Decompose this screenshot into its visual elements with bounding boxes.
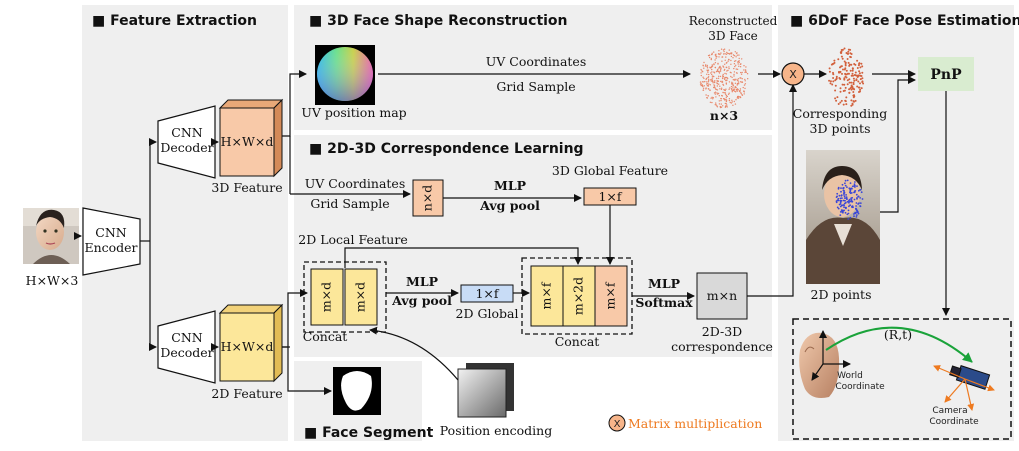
md2-box — [344, 268, 378, 326]
md1-box — [310, 268, 344, 326]
grid-sample-label-corr: Grid Sample — [310, 196, 389, 211]
concat2-label: Concat — [555, 334, 600, 349]
mlp-label-3: MLP — [648, 276, 681, 291]
points-2d-label: 2D points — [811, 287, 872, 302]
reconstructed-label-line2: 3D Face — [708, 29, 758, 43]
mf2-label: m×f — [603, 281, 618, 309]
uv-position-map — [315, 45, 375, 105]
mn-label: m×n — [707, 288, 737, 303]
mlp-label-1: MLP — [494, 178, 527, 193]
corr-label-line1: 2D-3D — [702, 324, 742, 339]
legend-multiply-symbol — [608, 414, 626, 432]
to-segment-arrow — [287, 347, 332, 395]
global3d-caption: 3D Global Feature — [552, 163, 668, 178]
camera-icon — [949, 365, 991, 390]
local2d-caption: 2D Local Feature — [298, 232, 408, 247]
section-title-correspondence: ■ 2D-3D Correspondence Learning — [309, 141, 584, 157]
position-encoding-label: Position encoding — [440, 423, 552, 438]
section-title-feature-extraction: ■ Feature Extraction — [92, 13, 257, 29]
md1-label: m×d — [319, 282, 334, 312]
md2-label: m×d — [353, 282, 368, 312]
mlp-label-2: MLP — [406, 274, 439, 289]
mf2-box — [594, 265, 628, 327]
grid-sample-label-top: Grid Sample — [496, 79, 575, 94]
mn-to-multiply-arrow — [747, 84, 797, 297]
feature-3d-cube — [218, 98, 284, 178]
decoder-bottom-label-line1: CNN — [171, 330, 203, 345]
uv-coords-label-top: UV Coordinates — [486, 54, 586, 69]
multiply-node-x: X — [789, 68, 797, 81]
feature-2d-box-label: H×W×d — [221, 339, 274, 354]
camera-coord-line1: Camera — [932, 406, 967, 416]
section-title-shape-reconstruction: ■ 3D Face Shape Reconstruction — [309, 13, 568, 29]
mf1-label: m×f — [539, 281, 554, 309]
world-coord-line2: Coordinate — [835, 382, 885, 392]
feature-3d-box-label: H×W×d — [221, 134, 274, 149]
section-title-face-segment: ■ Face Segment — [304, 425, 434, 441]
m2d-label: m×2d — [571, 277, 586, 315]
n3-label: n×3 — [710, 108, 738, 123]
pose-result-dashed — [792, 318, 1012, 440]
position-encoding-image — [457, 363, 514, 418]
avgpool-label-1: Avg pool — [479, 198, 540, 213]
cnn-decoder-top-block — [157, 105, 216, 179]
pnp-label: PnP — [930, 67, 962, 83]
reconstructed-3d-face — [699, 48, 749, 109]
feature-2d-cube — [218, 303, 284, 383]
decoder-top-label-line1: CNN — [171, 125, 203, 140]
points-2d-photo — [806, 150, 880, 284]
section-title-pose-estimation: ■ 6DoF Face Pose Estimation — [790, 13, 1019, 29]
concat1-dashed — [303, 261, 387, 333]
uv-position-map-caption: UV position map — [301, 105, 406, 120]
encoder-label-line2: Encoder — [84, 240, 137, 255]
world-face-3d — [799, 332, 840, 398]
encoder-connectors — [74, 138, 219, 351]
legend-label: Matrix multiplication — [628, 416, 762, 431]
global3d-box-label: 1×f — [598, 189, 622, 204]
encoder-label-line1: CNN — [95, 225, 127, 240]
global2d-caption: 2D Global — [456, 306, 519, 321]
face-segment-mask — [333, 367, 381, 415]
input-size-label: H×W×3 — [26, 273, 79, 288]
corresponding-3d-points-cloud — [828, 47, 865, 107]
uv-coords-label-corr: UV Coordinates — [305, 176, 405, 191]
corr-label-line2: correspondence — [671, 339, 773, 354]
local2d-skip-arrow — [344, 247, 582, 268]
feature-2d-caption: 2D Feature — [211, 386, 282, 401]
avgpool-label-2: Avg pool — [391, 293, 452, 308]
world-coord-line1: World — [837, 371, 863, 381]
rt-label: (R,t) — [884, 327, 912, 342]
feature-3d-connectors — [282, 70, 411, 198]
corr-points-label-line1: Corresponding — [793, 106, 887, 121]
pnp-box — [918, 57, 974, 91]
mn-box — [696, 272, 748, 320]
concat1-label: Concat — [303, 329, 348, 344]
pose-transform-arrow — [825, 326, 973, 363]
world-axes — [811, 330, 851, 381]
decoder-top-label-line2: Decoder — [160, 140, 213, 155]
global2d-box-label: 1×f — [475, 286, 499, 301]
reconstructed-label-line1: Reconstructed — [689, 14, 778, 28]
mf1-box — [530, 265, 564, 327]
decoder-bottom-label-line2: Decoder — [160, 345, 213, 360]
nd-label: n×d — [420, 185, 435, 212]
input-face-photo — [23, 208, 79, 264]
camera-axes — [933, 365, 995, 411]
cnn-encoder-block — [82, 207, 141, 276]
cnn-decoder-bottom-block — [157, 310, 216, 384]
feature-3d-caption: 3D Feature — [211, 180, 282, 195]
nd-box — [412, 179, 444, 217]
camera-coord-line2: Coordinate — [929, 417, 979, 427]
position-encoding-arrow — [369, 326, 459, 381]
corr-points-label-line2: 3D points — [810, 121, 871, 136]
points2d-to-pnp-arrow — [880, 76, 916, 213]
legend-multiply-x: X — [614, 419, 621, 430]
softmax-label: Softmax — [635, 295, 693, 310]
